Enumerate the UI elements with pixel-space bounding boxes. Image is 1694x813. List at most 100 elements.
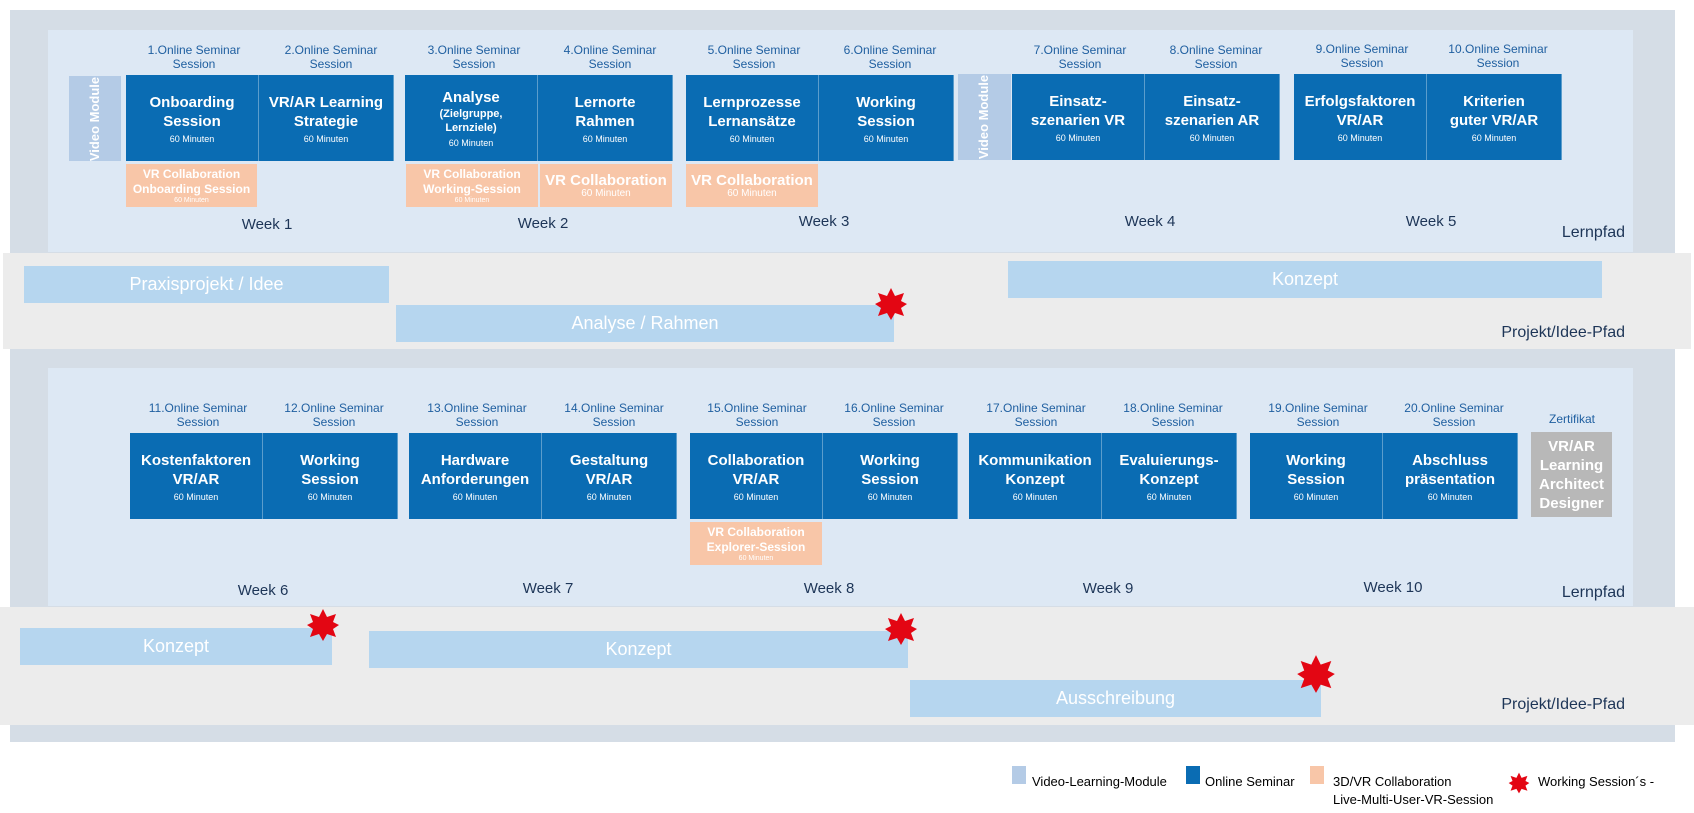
projekt-label-2: Projekt/Idee-Pfad <box>1501 696 1625 713</box>
collab-2: VR Collaboration Working-Session 60 Minu… <box>406 164 538 207</box>
seminar-8-duration: 60 Minuten <box>1189 132 1235 143</box>
seminar-8-label: 8.Online Seminar Session <box>1169 43 1263 71</box>
seminar-2-label: 2.Online Seminar Session <box>284 43 378 71</box>
seminar-20-box: Abschluss präsentation 60 Minuten <box>1383 433 1518 519</box>
seminar-14-box: Gestaltung VR/AR 60 Minuten <box>542 433 677 519</box>
seminar-5-duration: 60 Minuten <box>729 133 775 144</box>
seminar-7-box: Einsatz-szenarien VR 60 Minuten <box>1012 74 1145 160</box>
seminar-15-duration: 60 Minuten <box>733 491 779 502</box>
seminar-18-duration: 60 Minuten <box>1146 491 1192 502</box>
seminar-3-box: Analyse (Zielgruppe, Lernziele) 60 Minut… <box>405 75 538 161</box>
legend-collab-label-2: Live-Multi-User-VR-Session <box>1333 792 1494 807</box>
seminar-11-box: Kostenfaktoren VR/AR 60 Minuten <box>130 433 263 519</box>
week-7: Week 7 <box>522 580 574 597</box>
project-bar-ausschreibung: Ausschreibung <box>910 680 1321 717</box>
week-5: Week 5 <box>1405 213 1457 230</box>
seminar-15-box: Collaboration VR/AR 60 Minuten <box>690 433 823 519</box>
seminar-5-box: Lernprozesse Lernansätze 60 Minuten <box>686 75 819 161</box>
seminar-2-box: VR/AR Learning Strategie 60 Minuten <box>259 75 394 161</box>
seminar-5-label: 5.Online Seminar Session <box>707 43 801 71</box>
project-bar-analyse: Analyse / Rahmen <box>396 305 894 342</box>
seminar-6-label: 6.Online Seminar Session <box>843 43 937 71</box>
seminar-14-label: 14.Online Seminar Session <box>564 401 664 429</box>
certificate-box: VR/AR Learning Architect Designer <box>1531 432 1612 517</box>
collab-5: VR Collaboration Explorer-Session 60 Min… <box>690 522 822 565</box>
seminar-7-label: 7.Online Seminar Session <box>1033 43 1127 71</box>
collab-1: VR Collaboration Onboarding Session 60 M… <box>126 164 257 207</box>
legend-video-label: Video-Learning-Module <box>1032 774 1167 789</box>
seminar-11-duration: 60 Minuten <box>173 491 219 502</box>
seminar-9-title: Erfolgsfaktoren VR/AR <box>1304 92 1416 129</box>
video-module-1: Video Module <box>69 76 121 161</box>
seminar-7-duration: 60 Minuten <box>1055 132 1101 143</box>
seminar-20-duration: 60 Minuten <box>1427 491 1473 502</box>
legend-collab-swatch <box>1310 766 1324 784</box>
seminar-19-label: 19.Online Seminar Session <box>1268 401 1368 429</box>
seminar-12-duration: 60 Minuten <box>307 491 353 502</box>
seminar-3-label: 3.Online Seminar Session <box>427 43 521 71</box>
certificate-label: Zertifikat <box>1548 412 1595 426</box>
week-9: Week 9 <box>1082 580 1134 597</box>
seminar-17-box: Kommunikation Konzept 60 Minuten <box>969 433 1102 519</box>
seminar-5-title: Lernprozesse Lernansätze <box>703 93 801 130</box>
seminar-12-label: 12.Online Seminar Session <box>284 401 384 429</box>
legend-video-swatch <box>1012 766 1026 784</box>
seminar-13-duration: 60 Minuten <box>452 491 498 502</box>
seminar-11-label: 11.Online Seminar Session <box>148 401 248 429</box>
seminar-8-title: Einsatz-szenarien AR <box>1164 92 1260 129</box>
working-session-star-icon <box>875 288 907 320</box>
seminar-13-label: 13.Online Seminar Session <box>427 401 527 429</box>
seminar-17-duration: 60 Minuten <box>1012 491 1058 502</box>
seminar-4-box: Lernorte Rahmen 60 Minuten <box>538 75 673 161</box>
legend-seminar-swatch <box>1186 766 1200 784</box>
working-session-star-icon <box>307 609 339 641</box>
week-6: Week 6 <box>237 582 289 599</box>
collab-3-duration: 60 Minuten <box>581 187 631 199</box>
seminar-11-title: Kostenfaktoren VR/AR <box>140 451 252 488</box>
lernpfad-label-2: Lernpfad <box>1561 584 1625 601</box>
seminar-20-title: Abschluss präsentation <box>1404 451 1495 488</box>
project-bar-praxisprojekt: Praxisprojekt / Idee <box>24 266 389 303</box>
collab-2-duration: 60 Minuten <box>454 197 490 204</box>
seminar-19-box: Working Session 60 Minuten <box>1250 433 1383 519</box>
seminar-16-title: Working Session <box>860 451 920 488</box>
collab-1-duration: 60 Minuten <box>174 197 209 204</box>
seminar-18-label: 18.Online Seminar Session <box>1123 401 1223 429</box>
certificate-title: VR/AR Learning Architect Designer <box>1538 437 1605 512</box>
seminar-2-duration: 60 Minuten <box>303 133 349 144</box>
project-bar-konzept-2: Konzept <box>20 628 332 665</box>
seminar-14-duration: 60 Minuten <box>586 491 632 502</box>
seminar-1-label: 1.Online Seminar Session <box>147 43 241 71</box>
seminar-2-title: VR/AR Learning Strategie <box>268 93 384 130</box>
seminar-9-duration: 60 Minuten <box>1337 132 1383 143</box>
working-session-star-icon <box>1297 655 1335 693</box>
legend-collab-label-1: 3D/VR Collaboration <box>1333 774 1452 789</box>
week-4: Week 4 <box>1124 213 1176 230</box>
seminar-4-title: Lernorte Rahmen <box>574 93 636 130</box>
legend-star-icon <box>1508 772 1530 794</box>
seminar-1-duration: 60 Minuten <box>169 133 215 144</box>
seminar-4-duration: 60 Minuten <box>582 133 628 144</box>
seminar-18-box: Evaluierungs-Konzept 60 Minuten <box>1102 433 1237 519</box>
seminar-6-title: Working Session <box>856 93 916 130</box>
seminar-3-duration: 60 Minuten <box>448 138 494 148</box>
project-bar-konzept-3: Konzept <box>369 631 908 668</box>
seminar-15-title: Collaboration VR/AR <box>707 451 805 488</box>
seminar-9-box: Erfolgsfaktoren VR/AR 60 Minuten <box>1294 74 1427 160</box>
seminar-16-label: 16.Online Seminar Session <box>844 401 944 429</box>
week-2: Week 2 <box>517 215 569 232</box>
seminar-1-title: Onboarding Session <box>149 93 235 130</box>
seminar-12-box: Working Session 60 Minuten <box>263 433 398 519</box>
seminar-17-title: Kommunikation Konzept <box>978 451 1092 488</box>
seminar-18-title: Evaluierungs-Konzept <box>1119 451 1219 488</box>
week-3: Week 3 <box>798 213 850 230</box>
seminar-8-box: Einsatz-szenarien AR 60 Minuten <box>1145 74 1280 160</box>
collab-4-title: VR Collaboration <box>691 171 813 189</box>
legend-seminar-label: Online Seminar <box>1205 774 1295 789</box>
seminar-7-title: Einsatz-szenarien VR <box>1030 92 1126 129</box>
collab-4: VR Collaboration 60 Minuten <box>686 164 818 207</box>
seminar-4-label: 4.Online Seminar Session <box>563 43 657 71</box>
collab-3: VR Collaboration 60 Minuten <box>540 164 672 207</box>
week-10: Week 10 <box>1363 579 1423 596</box>
seminar-13-box: Hardware Anforderungen 60 Minuten <box>409 433 542 519</box>
